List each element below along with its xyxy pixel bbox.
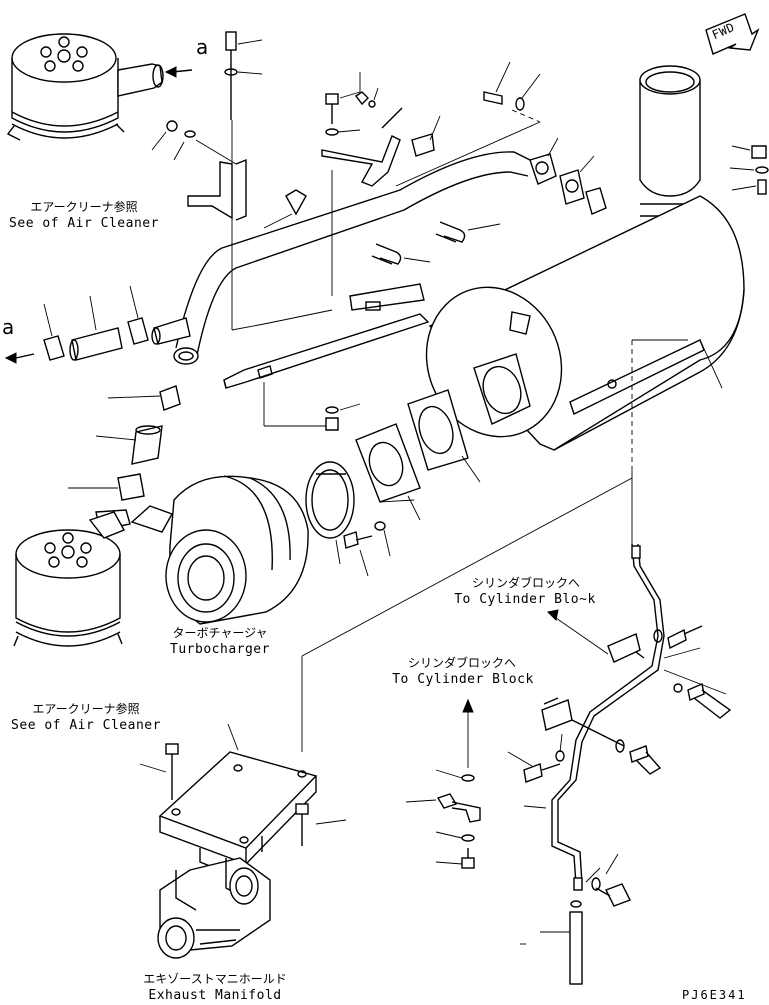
exhaust-manifold-jp: エキゾーストマニホールド (143, 972, 287, 986)
exhaust-manifold-bracket (158, 477, 633, 871)
muffler (425, 65, 745, 451)
flange-gaskets-top (395, 61, 607, 215)
view-mark-a-top: a (196, 35, 209, 59)
bolts-turbo-flange (343, 521, 391, 577)
air-cleaner-top-en: See of Air Cleaner (9, 216, 159, 231)
air-cleaner-top (6, 33, 164, 141)
cylinder-block-upper-en: To Cylinder Blo~k (454, 592, 596, 607)
flange-gaskets-mid (355, 389, 481, 521)
exhaust-pipe (173, 151, 531, 365)
air-cleaner-bottom-en: See of Air Cleaner (11, 718, 161, 733)
clip-cylinder-block-upper (546, 609, 732, 719)
bolt-stack-center-bottom (405, 698, 481, 869)
cylinder-block-upper-jp: シリンダブロックへ (471, 576, 580, 590)
fwd-arrow-icon (705, 13, 760, 55)
mounting-plate (223, 120, 430, 431)
view-mark-a-left: a (2, 315, 15, 339)
cylinder-block-lower-jp: シリンダブロックへ (407, 656, 516, 670)
bolt-center-top (325, 72, 379, 136)
clip-cylinder-block-lower (507, 697, 662, 809)
drawing-code: PJ6E341 (682, 988, 747, 1002)
cylinder-block-lower-en: To Cylinder Block (392, 672, 534, 687)
bracket-center (321, 107, 441, 187)
exhaust-manifold-en: Exhaust Manifold (148, 988, 282, 1003)
fittings-bottom-right (520, 853, 631, 985)
nuts-right (729, 145, 769, 195)
turbocharger-en: Turbocharger (170, 642, 270, 657)
air-cleaner-top-jp: エアークリーナ参照 (30, 200, 138, 214)
turbocharger-jp: ターボチャージャ (172, 626, 268, 640)
bolt-manifold-right (295, 803, 347, 846)
pipe-clamps-lower-left (68, 385, 181, 501)
turbocharger (95, 475, 309, 625)
u-bolt-clamps (371, 221, 501, 265)
bolt-manifold-left (139, 743, 179, 800)
adapter-ring (305, 461, 355, 565)
hose-connector-left (4, 285, 191, 364)
exhaust-manifold (157, 857, 271, 959)
air-cleaner-bottom (13, 511, 125, 647)
bracket-bolts-upper (151, 31, 307, 229)
air-cleaner-bottom-jp: エアークリーナ参照 (32, 702, 140, 716)
